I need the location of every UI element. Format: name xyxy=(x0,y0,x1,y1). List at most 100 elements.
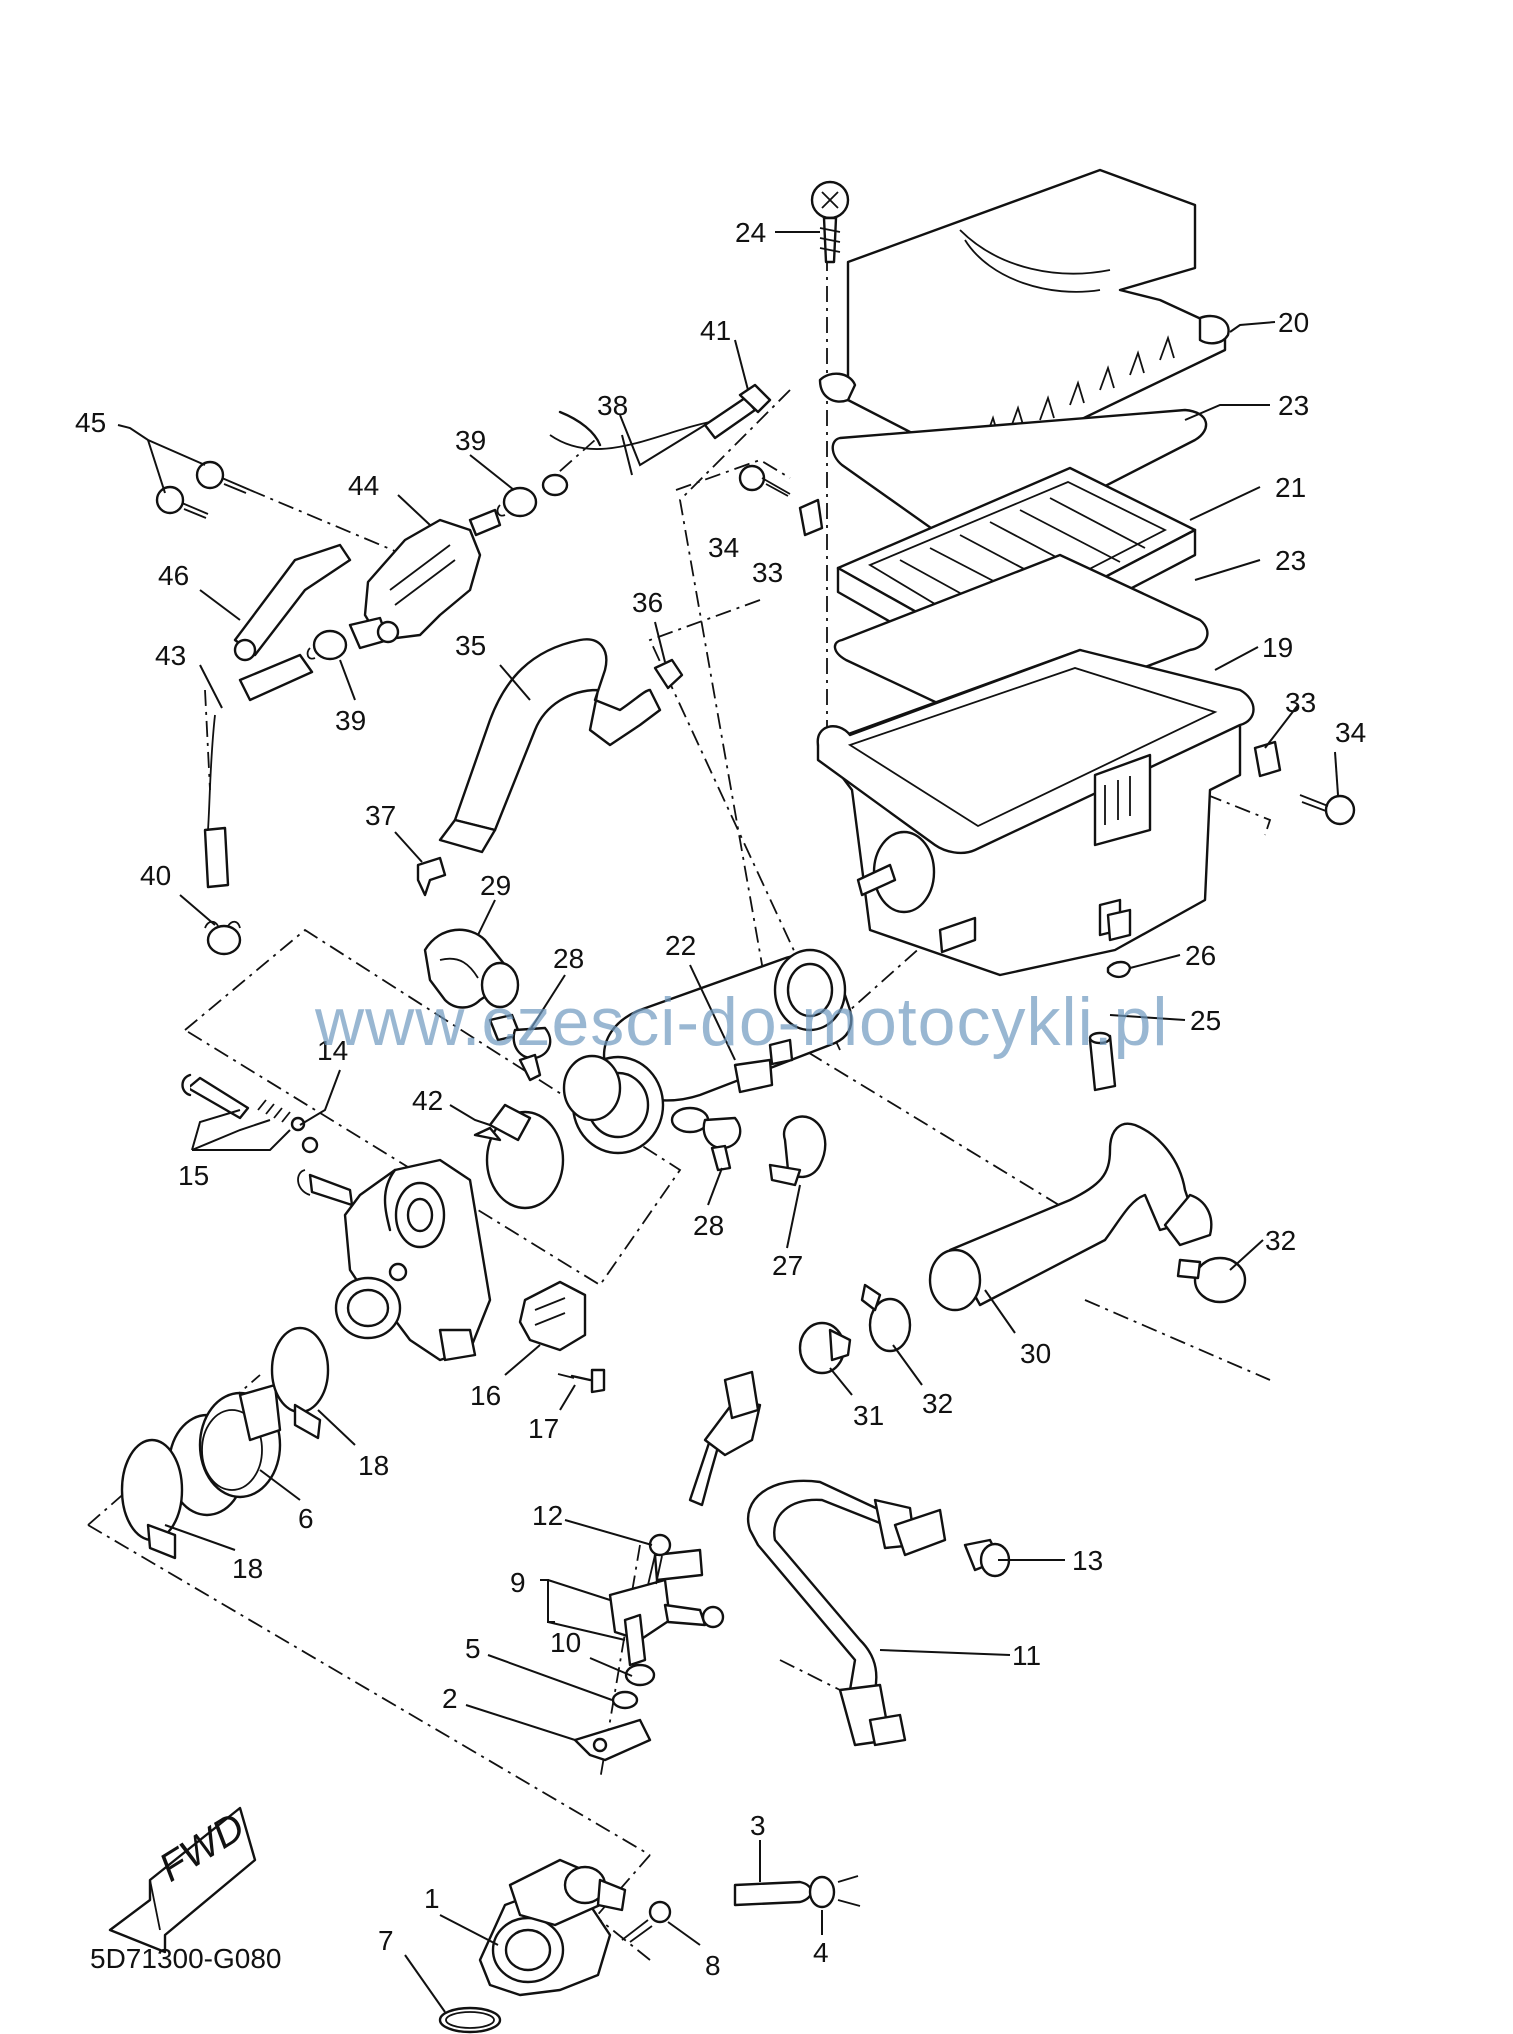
callout-43: 43 xyxy=(155,640,186,671)
callout-18-lower: 18 xyxy=(232,1553,263,1584)
clamp-40 xyxy=(204,920,242,956)
callout-20: 20 xyxy=(1278,307,1309,338)
callout-36: 36 xyxy=(632,587,663,618)
cap-31 xyxy=(798,1321,852,1375)
callout-23-lower: 23 xyxy=(1275,545,1306,576)
callout-39-upper: 39 xyxy=(455,425,486,456)
clamp-18-upper xyxy=(270,1326,330,1440)
clip-33-upper xyxy=(798,498,824,537)
bolt-34-lower xyxy=(1299,794,1356,826)
callout-22: 22 xyxy=(665,930,696,961)
callout-7: 7 xyxy=(378,1925,394,1956)
callout-40: 40 xyxy=(140,860,171,891)
callout-12: 12 xyxy=(532,1500,563,1531)
injector-assembly xyxy=(608,1370,762,1710)
callout-44: 44 xyxy=(348,470,379,501)
bolt-34-upper xyxy=(738,464,791,497)
air-box-case xyxy=(816,648,1255,977)
callout-35: 35 xyxy=(455,630,486,661)
hose-43 xyxy=(203,653,314,889)
callout-3: 3 xyxy=(750,1810,766,1841)
callout-1: 1 xyxy=(424,1883,440,1914)
hose-29 xyxy=(423,928,522,1042)
sensor-27 xyxy=(768,1115,827,1187)
throttle-position-sensor xyxy=(518,1280,587,1352)
fuel-hose-11 xyxy=(747,1479,947,1747)
callout-25: 25 xyxy=(1190,1005,1221,1036)
leader-lines xyxy=(117,231,1339,2013)
sensor-screw xyxy=(557,1368,606,1394)
callout-27: 27 xyxy=(772,1250,803,1281)
clip-41 xyxy=(738,383,772,414)
clamp-4 xyxy=(808,1875,861,1909)
air-box-cover xyxy=(818,168,1230,470)
callout-15: 15 xyxy=(178,1160,209,1191)
callout-2: 2 xyxy=(442,1683,458,1714)
clamp-28-lower xyxy=(702,1116,742,1172)
callout-17: 17 xyxy=(528,1413,559,1444)
callout-32-left: 32 xyxy=(922,1388,953,1419)
callout-38: 38 xyxy=(597,390,628,421)
callout-19: 19 xyxy=(1262,632,1293,663)
callout-labels: 24 20 23 21 23 19 33 34 26 25 22 28 29 1… xyxy=(75,217,1366,1981)
callout-23-upper: 23 xyxy=(1278,390,1309,421)
o-ring-7 xyxy=(438,2006,502,2034)
callout-34-right: 34 xyxy=(1335,717,1366,748)
callout-11: 11 xyxy=(1012,1640,1041,1671)
callout-33-upper: 33 xyxy=(752,557,783,588)
callout-21: 21 xyxy=(1275,472,1306,503)
callout-24: 24 xyxy=(735,217,766,248)
fwd-arrow: FWD xyxy=(108,1805,257,1954)
hose-30 xyxy=(928,1122,1213,1312)
callout-46: 46 xyxy=(158,560,189,591)
callout-42: 42 xyxy=(412,1085,443,1116)
watermark: www.czesci-do-motocykli.pl xyxy=(314,984,1169,1060)
callout-6: 6 xyxy=(298,1503,314,1534)
clip-37 xyxy=(416,856,447,897)
tube-25 xyxy=(1088,1031,1117,1092)
adjusting-screw-set xyxy=(181,1073,319,1154)
intake-manifold xyxy=(478,1858,627,1997)
callout-41: 41 xyxy=(700,315,731,346)
clamp-42 xyxy=(473,1103,565,1210)
clip-26 xyxy=(1106,960,1132,979)
throttle-body xyxy=(297,1158,492,1362)
clamp-32-left xyxy=(860,1283,912,1353)
cap-3 xyxy=(733,1880,813,1907)
cover-screw xyxy=(810,180,850,264)
clamp-28-upper xyxy=(512,1026,552,1082)
callout-32-right: 32 xyxy=(1265,1225,1296,1256)
bolt-8 xyxy=(621,1900,672,1943)
callout-28-upper: 28 xyxy=(553,943,584,974)
callout-5: 5 xyxy=(465,1633,481,1664)
callout-14: 14 xyxy=(317,1035,348,1066)
callout-37: 37 xyxy=(365,800,396,831)
joint-6 xyxy=(167,1383,282,1517)
callout-26: 26 xyxy=(1185,940,1216,971)
bolts-45 xyxy=(155,460,251,519)
air-cut-valve xyxy=(348,508,502,650)
callout-28-lower: 28 xyxy=(693,1210,724,1241)
callout-30: 30 xyxy=(1020,1338,1051,1369)
callout-4: 4 xyxy=(813,1937,829,1968)
hose-35 xyxy=(438,638,662,854)
drawing-code: 5D71300-G080 xyxy=(90,1943,281,1974)
callout-33-right: 33 xyxy=(1285,687,1316,718)
clip-36 xyxy=(653,658,684,690)
callout-9: 9 xyxy=(510,1567,526,1598)
callout-16: 16 xyxy=(470,1380,501,1411)
callout-39-lower: 39 xyxy=(335,705,366,736)
clip-33-lower xyxy=(1253,740,1282,778)
callout-8: 8 xyxy=(705,1950,721,1981)
callout-31: 31 xyxy=(853,1400,884,1431)
bracket-2 xyxy=(573,1718,652,1762)
callout-10: 10 xyxy=(550,1627,581,1658)
callout-34-upper: 34 xyxy=(708,532,739,563)
callout-13: 13 xyxy=(1072,1545,1103,1576)
clamp-18-lower xyxy=(120,1438,184,1560)
inlet-joint xyxy=(562,948,853,1155)
callout-18-upper: 18 xyxy=(358,1450,389,1481)
callout-29: 29 xyxy=(480,870,511,901)
bracket-46 xyxy=(233,543,352,662)
